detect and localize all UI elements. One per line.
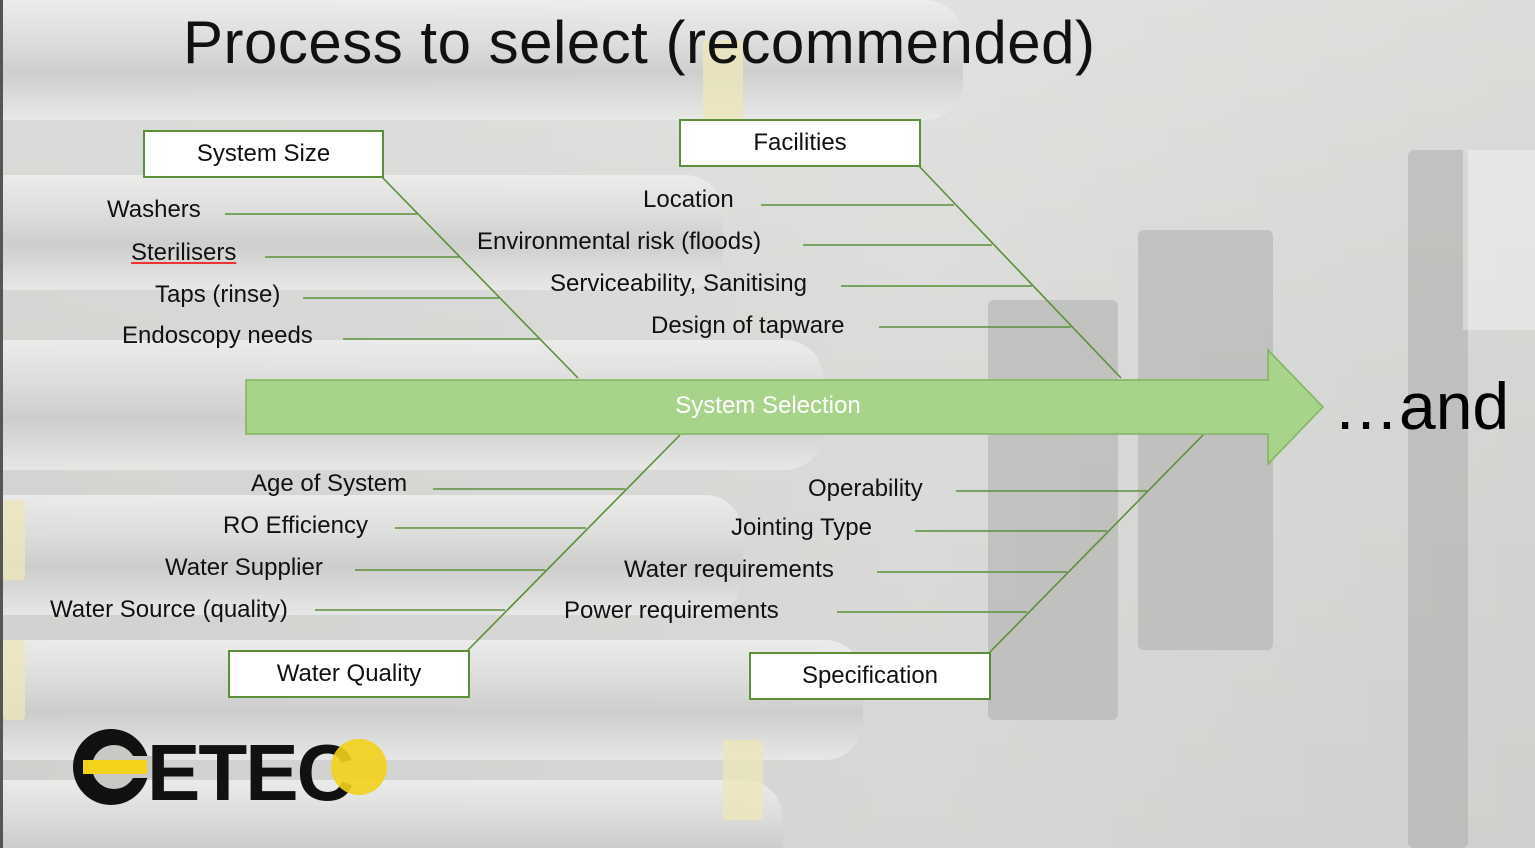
cause-label: Age of System [251, 470, 408, 497]
cause-label: Design of tapware [651, 312, 845, 339]
cause-label: Jointing Type [731, 514, 872, 541]
category-box-water-quality: Water Quality [228, 650, 470, 698]
connector-lines [225, 164, 1204, 653]
cause-label: Power requirements [564, 597, 779, 624]
cause-label: Taps (rinse) [155, 281, 281, 308]
background-valve [703, 40, 743, 130]
cause-label: Location [643, 186, 734, 213]
spine-arrow [245, 348, 1325, 466]
category-box-specification: Specification [749, 652, 991, 700]
bone-water-quality [467, 434, 681, 651]
background-valve [3, 500, 25, 580]
cause-label: RO Efficiency [223, 512, 368, 539]
background-pump [1138, 230, 1273, 650]
cause-label: Endoscopy needs [122, 322, 313, 349]
background-pipe [1463, 150, 1535, 330]
category-box-facilities: Facilities [679, 119, 921, 167]
fishbone-diagram [225, 164, 1325, 653]
background-tube [3, 0, 963, 120]
background-pipe [1408, 150, 1468, 848]
category-box-system-size: System Size [143, 130, 384, 178]
cause-label: Sterilisers [131, 239, 237, 266]
background-pump [988, 300, 1118, 720]
cetec-logo: ETEC [73, 728, 387, 812]
cause-label: Washers [107, 196, 201, 223]
background-valve [3, 640, 25, 720]
logo-accent-bar [83, 760, 147, 774]
background-tube [3, 175, 723, 290]
background-valve [723, 740, 763, 820]
cause-label: Water requirements [624, 556, 834, 583]
bone-system-size [380, 175, 579, 379]
background-tube [3, 495, 743, 615]
page-title: Process to select (recommended) [183, 9, 1096, 76]
cause-label: Environmental risk (floods) [477, 228, 762, 255]
bone-facilities [917, 164, 1122, 379]
cause-label: Operability [808, 475, 923, 502]
cause-label: Water Source (quality) [50, 596, 288, 623]
logo-accent-dot [331, 739, 387, 795]
bone-specification [989, 434, 1204, 653]
spine-label: System Selection [675, 392, 861, 419]
cause-label: Water Supplier [165, 554, 323, 581]
cause-label: Serviceability, Sanitising [550, 270, 808, 297]
and-text: …and [1333, 369, 1510, 443]
logo-text: ETEC [147, 728, 353, 812]
